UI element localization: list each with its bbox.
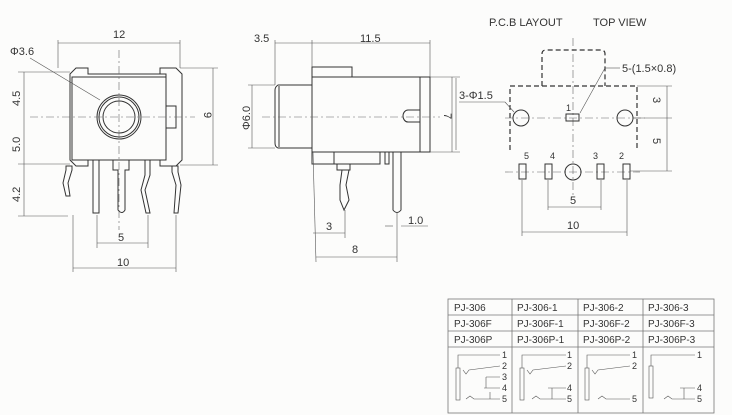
pad-label: 2 — [619, 151, 624, 161]
pin-label: 1 — [697, 350, 702, 360]
table-cell: PJ-306F-2 — [583, 319, 630, 330]
table-cell: PJ-306F-3 — [648, 319, 695, 330]
pcb-layout: P.C.B LAYOUT TOP VIEW 1 5 4 3 2 3-Φ1.5 5… — [455, 17, 676, 236]
pin-label: 1 — [632, 350, 637, 360]
schematic-pj-306-1: 1 2 4 5 — [519, 350, 572, 404]
table-cell: PJ-306F — [454, 319, 492, 330]
pad-label: 3 — [593, 151, 598, 161]
dim-pin-length: 4.2 — [11, 187, 23, 202]
dim-width: 12 — [113, 29, 125, 41]
dim-side-height: 7 — [441, 113, 453, 119]
pin-label: 4 — [697, 383, 702, 393]
pin-label: 2 — [502, 361, 507, 371]
side-view: 3.5 11.5 Φ6.0 7 3 1.0 8 — [241, 33, 460, 263]
schematic-pj-306-3: 1 4 5 — [648, 350, 702, 404]
table-cell: PJ-306P — [454, 335, 493, 346]
pin-label: 2 — [632, 361, 637, 371]
dim-body-length: 11.5 — [360, 33, 381, 45]
front-view: 12 Φ3.6 4.5 5.0 4.2 9 5 10 — [10, 29, 218, 272]
pin-label: 5 — [567, 394, 572, 404]
table-cell: PJ-306-1 — [517, 303, 558, 314]
pad-2 — [622, 163, 631, 180]
dim-nose-length: 3.5 — [254, 33, 269, 45]
dim-pcb-5v: 5 — [650, 138, 662, 144]
holes-note: 3-Φ1.5 — [459, 90, 493, 102]
dim-mid: 5.0 — [11, 137, 23, 152]
pad-label: 4 — [550, 151, 555, 161]
pad-4 — [544, 163, 553, 180]
mount-hole-center — [564, 163, 582, 181]
dim-height: 9 — [201, 112, 213, 118]
mount-hole-left — [512, 109, 530, 127]
pin-label: 3 — [502, 372, 507, 382]
pad-label: 1 — [566, 103, 571, 113]
pin-label: 2 — [567, 361, 572, 371]
dim-pin-offset: 3 — [326, 221, 332, 233]
pin-label: 4 — [567, 383, 572, 393]
pin-label: 1 — [502, 350, 507, 360]
schematic-pj-306: 1 2 3 4 5 — [455, 350, 507, 404]
model-table: PJ-306 PJ-306-1 PJ-306-2 PJ-306-3 PJ-306… — [447, 298, 715, 414]
pin-label: 4 — [502, 383, 507, 393]
table-cell: PJ-306-3 — [648, 303, 689, 314]
dim-pcb-5h: 5 — [570, 195, 576, 207]
dim-hole-diameter: Φ3.6 — [10, 46, 34, 58]
table-cell: PJ-306P-2 — [583, 335, 631, 346]
schematic-pj-306-2: 1 2 5 — [584, 350, 637, 404]
pad-label: 5 — [524, 151, 529, 161]
table-cell: PJ-306P-3 — [648, 335, 696, 346]
dim-nose-diameter: Φ6.0 — [241, 106, 253, 130]
table-cell: PJ-306 — [454, 303, 486, 314]
dim-top: 4.5 — [11, 91, 23, 106]
dim-pin-width: 1.0 — [408, 215, 423, 227]
dim-pin-distance: 8 — [352, 244, 358, 256]
pad-1 — [565, 113, 580, 122]
pad-3 — [596, 163, 605, 180]
dim-pin-pitch: 5 — [118, 232, 124, 244]
dim-pin-span: 10 — [117, 257, 129, 269]
pads-note: 5-(1.5×0.8) — [622, 63, 676, 75]
table-cell: PJ-306-2 — [583, 303, 624, 314]
pcb-subtitle: TOP VIEW — [593, 17, 647, 29]
dim-pcb-10: 10 — [567, 220, 579, 232]
pcb-title: P.C.B LAYOUT — [489, 17, 563, 29]
pad-5 — [518, 163, 527, 180]
table-cell: PJ-306F-1 — [517, 319, 564, 330]
pin-label: 5 — [697, 394, 702, 404]
dim-pcb-3: 3 — [650, 97, 662, 103]
pin-label: 1 — [567, 350, 572, 360]
pin-label: 5 — [632, 394, 637, 404]
table-cell: PJ-306P-1 — [517, 335, 565, 346]
pin-label: 5 — [502, 394, 507, 404]
